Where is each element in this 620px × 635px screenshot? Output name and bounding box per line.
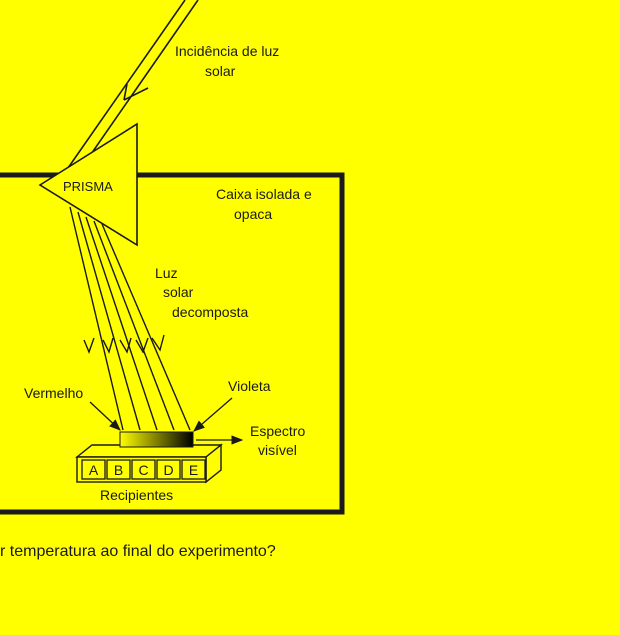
visible-spectrum-bar (119, 431, 194, 448)
red-label: Vermelho (24, 385, 83, 401)
decomposed-rays (69, 206, 191, 431)
containers-caption: Recipientes (100, 487, 173, 503)
container-cell-b (106, 459, 131, 480)
insulated-box (0, 172, 345, 515)
spectrum-label-line2: visível (258, 442, 297, 458)
spectrum-label-line1: Espectro (250, 423, 305, 439)
red-pointer (89, 401, 121, 431)
container-label-e: E (189, 462, 198, 478)
violet-pointer (193, 397, 233, 432)
container-label-d: D (163, 462, 173, 478)
box-label-line2: opaca (234, 206, 272, 222)
decomposed-label-line2: solar (163, 284, 194, 300)
violet-label: Violeta (228, 378, 271, 394)
container-cell-c (131, 459, 156, 480)
box-label-line1: Caixa isolada e (216, 186, 312, 202)
incidence-label-line1: Incidência de luz (175, 43, 279, 59)
container-cell-a (81, 459, 106, 480)
decomposed-label-line3: decomposta (172, 304, 248, 320)
container-label-c: C (138, 462, 148, 478)
incident-sunlight (67, 0, 199, 171)
prism-label: PRISMA (63, 179, 113, 194)
container-cell-d (156, 459, 181, 480)
incidence-label-line2: solar (205, 63, 236, 79)
question-text: r temperatura ao final do experimento? (0, 543, 276, 560)
container-label-b: B (114, 462, 123, 478)
prism (38, 122, 138, 247)
container-cell-e (181, 459, 206, 480)
container-label-a: A (89, 462, 99, 478)
decomposed-label-line1: Luz (155, 265, 178, 281)
